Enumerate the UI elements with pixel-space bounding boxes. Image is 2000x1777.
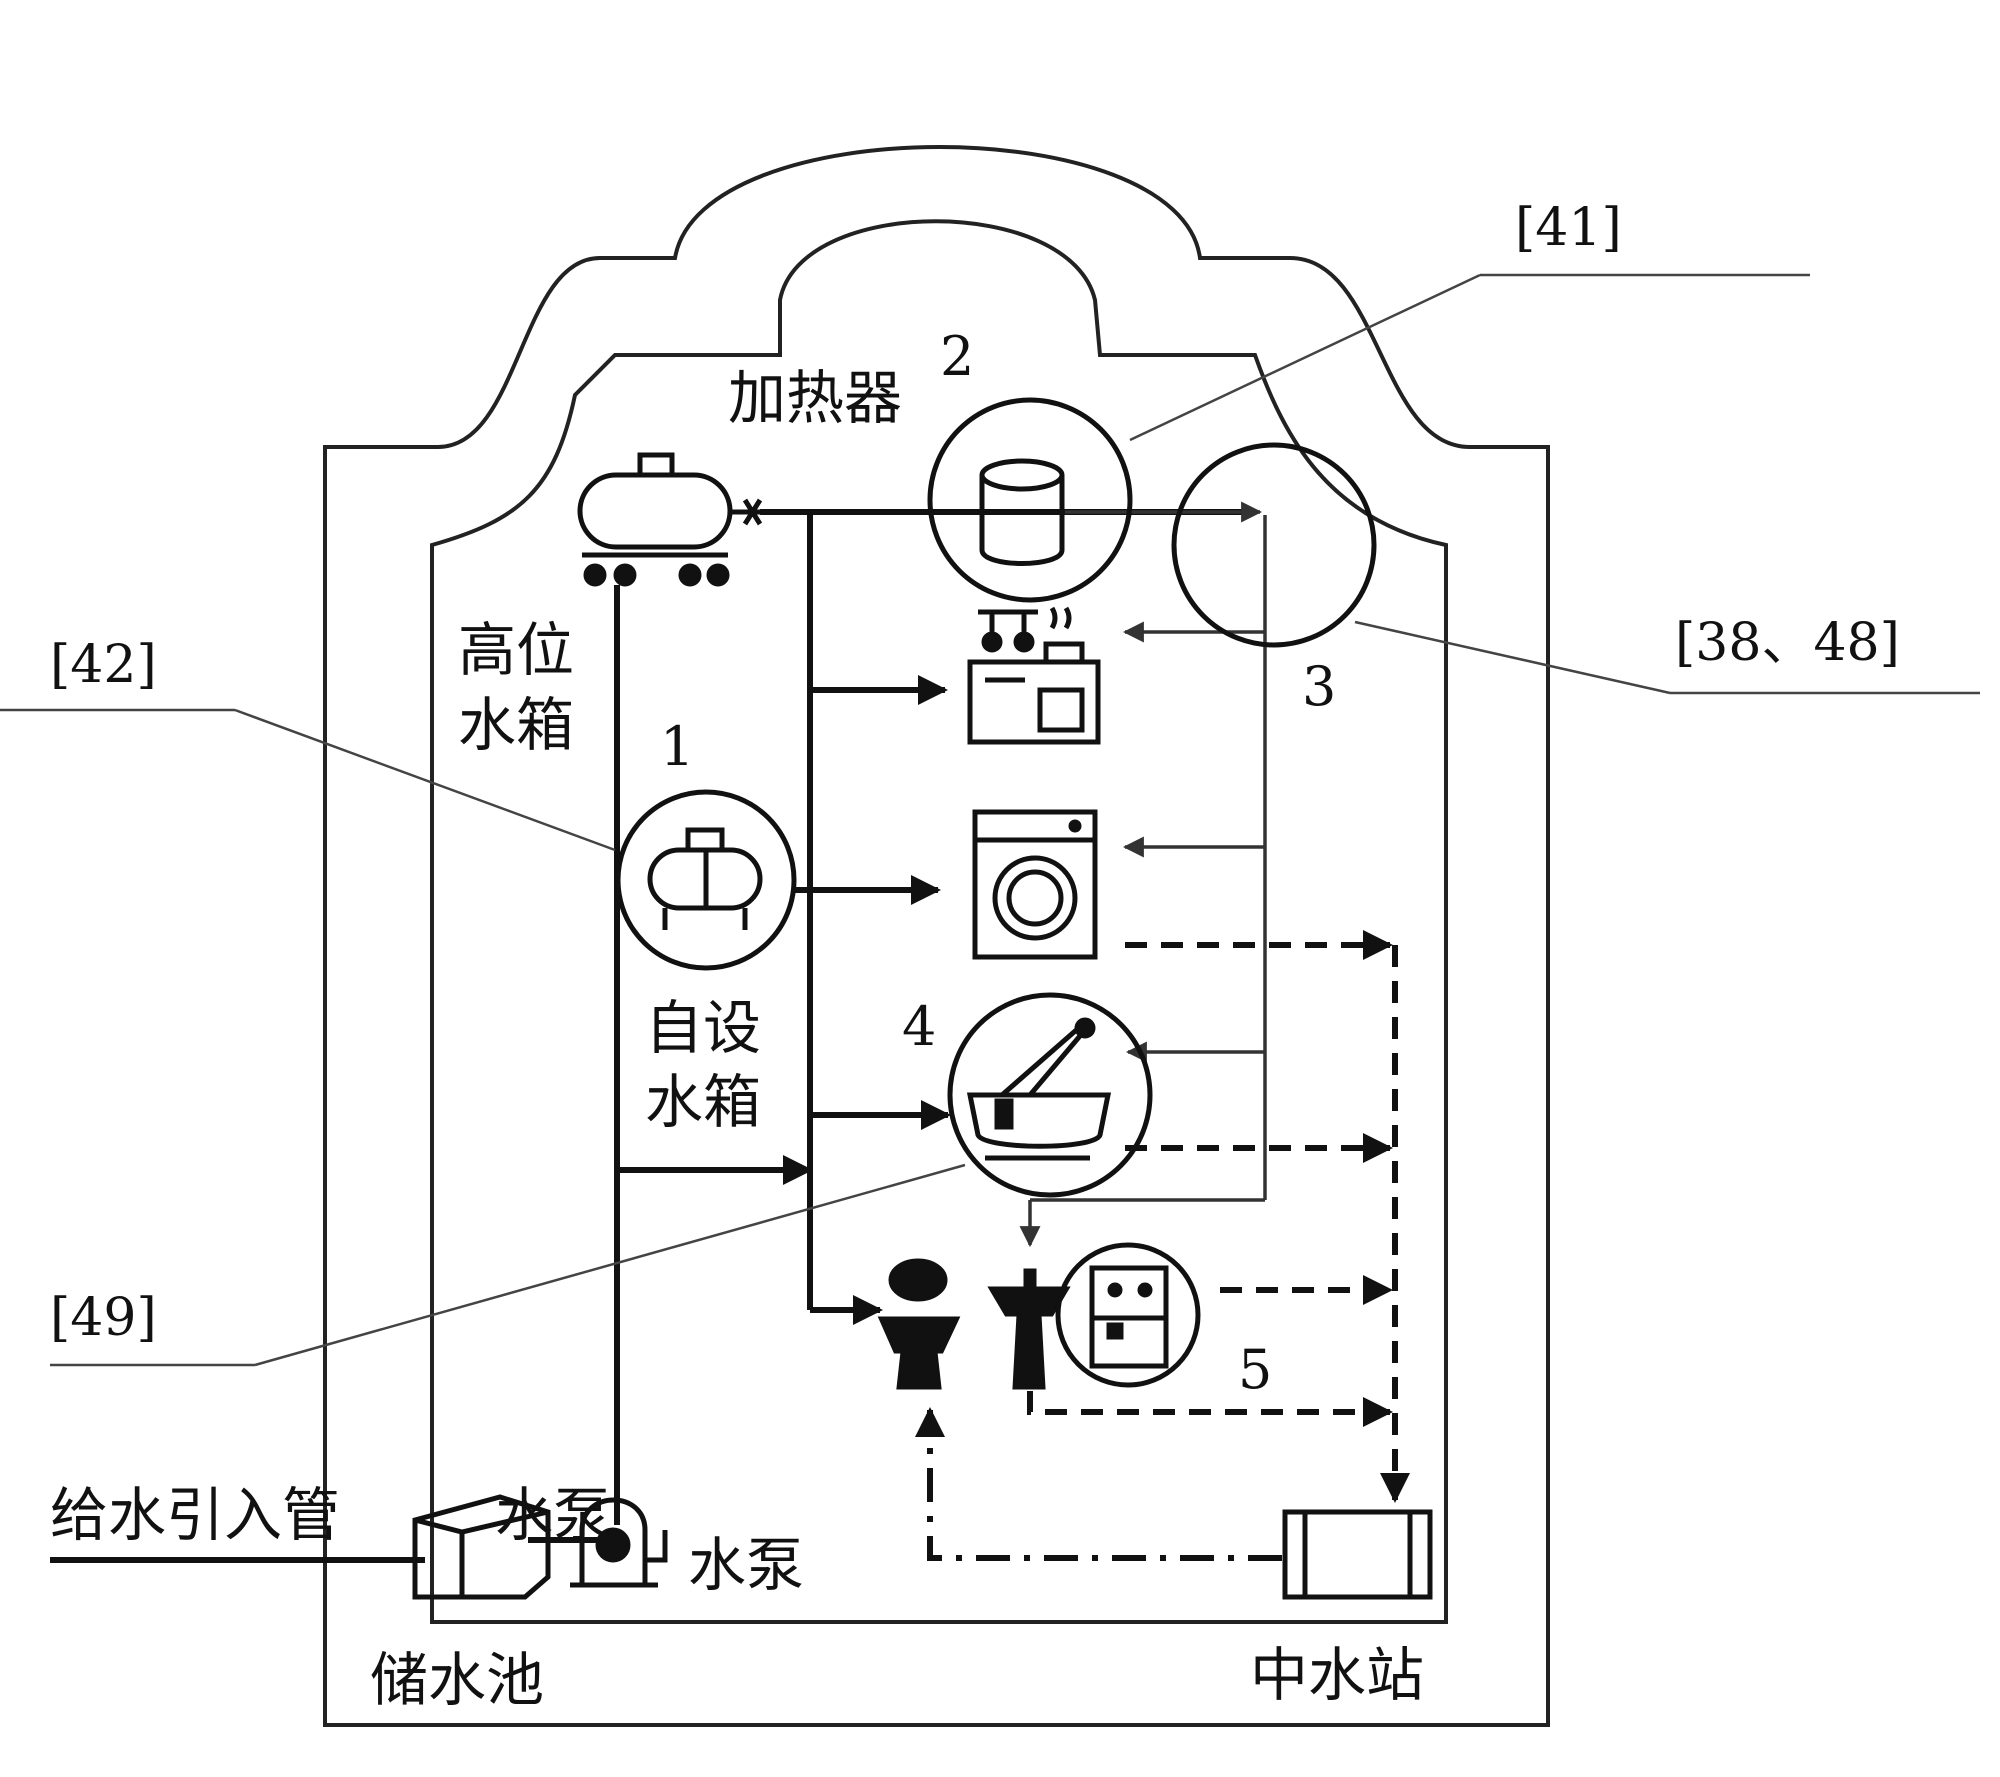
- reclaimed-water-pipe: [915, 1407, 1282, 1561]
- hot-water-node-ring: [1171, 442, 1377, 648]
- ref-38-48: [38、48]: [1675, 613, 1900, 673]
- wash-basin-icon: [987, 1268, 1071, 1390]
- building-outline: [323, 145, 1550, 1727]
- storage-pool-icon: [412, 1494, 551, 1600]
- ref-49: [49]: [50, 1288, 157, 1348]
- water-dispenser-icon: [1055, 1242, 1201, 1388]
- pump-label: 水泵: [688, 1531, 804, 1599]
- hot-water-pipes: [1019, 501, 1267, 1248]
- ref-41: [41]: [1515, 198, 1622, 258]
- ref-42: [42]: [50, 635, 157, 695]
- reclaimed-station-label: 中水站: [1250, 1641, 1424, 1709]
- toilet-icon: [877, 1258, 961, 1390]
- heater-label: 加热器: [728, 364, 902, 432]
- number-2: 2: [940, 325, 974, 388]
- text-labels: 加热器 2 高位 水箱 1 自设 水箱 3 4 5 给水引入管 水泵 水泵 储水…: [50, 198, 1900, 1714]
- self-tank-label-line2: 水箱: [645, 1068, 761, 1136]
- high-tank-icon: [577, 452, 763, 587]
- self-tank-label-line1: 自设: [645, 994, 761, 1062]
- pump-overlap-label: 水泵: [495, 1481, 611, 1549]
- number-1: 1: [660, 715, 694, 778]
- number-3: 3: [1302, 655, 1336, 718]
- bathtub-icon: [947, 992, 1153, 1198]
- leader-lines: [0, 273, 1980, 1367]
- high-tank-label-line2: 水箱: [458, 691, 574, 759]
- storage-pool-label: 储水池: [370, 1646, 544, 1714]
- pump-icon: [570, 1497, 668, 1588]
- heater-icon: [927, 397, 1133, 603]
- inlet-pipe-label: 给水引入管: [50, 1481, 340, 1549]
- number-5: 5: [1238, 1338, 1272, 1401]
- supply-pipes: [50, 509, 1255, 1563]
- self-tank-icon: [615, 789, 797, 971]
- reclaimed-station-icon: [1282, 1509, 1433, 1600]
- washing-machine-icon: [972, 809, 1098, 960]
- kitchen-icon: [967, 606, 1101, 745]
- number-4: 4: [902, 995, 936, 1058]
- high-tank-label-line1: 高位: [458, 616, 574, 684]
